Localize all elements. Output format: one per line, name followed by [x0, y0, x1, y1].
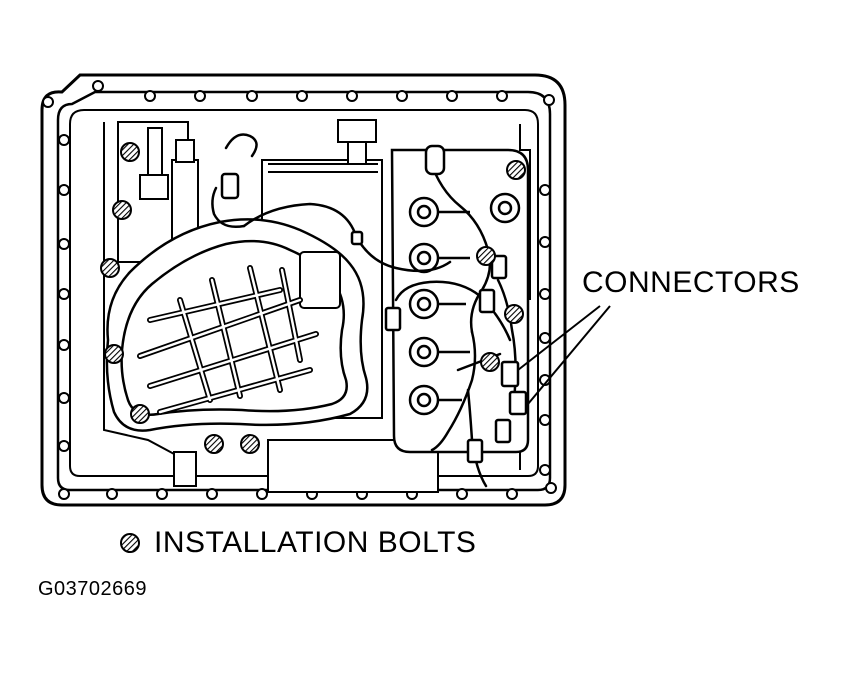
solenoid-block [390, 148, 530, 454]
oil-strainer [105, 218, 369, 432]
connector-i [494, 418, 512, 444]
solenoid-stubs [438, 210, 470, 402]
strainer-grid-inner [138, 266, 318, 414]
connector-d [490, 254, 508, 280]
solenoid-valves [408, 192, 521, 416]
installation-bolt [100, 258, 120, 278]
installation-bolt [120, 142, 140, 162]
connectors-leader-lines [517, 305, 611, 405]
left-valve-plug [139, 174, 169, 200]
installation-bolt [204, 434, 224, 454]
connector-g [508, 390, 528, 416]
figure-id: G03702669 [38, 578, 148, 600]
installation-bolt [506, 160, 526, 180]
connector-e [478, 288, 496, 314]
connector-a [220, 172, 240, 200]
installation-bolt [476, 246, 496, 266]
pan-perimeter-bolts [42, 80, 557, 500]
installation-bolt [104, 344, 124, 364]
installation-bolt [504, 304, 524, 324]
connector-j [350, 230, 364, 246]
connector-h [466, 438, 484, 464]
connector-b [424, 144, 446, 176]
installation-bolt [240, 434, 260, 454]
upper-bracket [337, 119, 377, 143]
left-valve-cylinder [171, 159, 199, 241]
connector-c [384, 306, 402, 332]
harness-connectors [220, 144, 528, 464]
installation-bolts [100, 142, 526, 454]
upper-bracket-link [268, 163, 378, 173]
connectors-label: CONNECTORS [582, 266, 800, 299]
left-valve-cylinder-cap [175, 139, 195, 163]
upper-bracket-stem [347, 141, 367, 165]
lower-block [267, 439, 439, 493]
lower-left-pipe [173, 451, 197, 487]
installation-bolt [112, 200, 132, 220]
installation-bolt [130, 404, 150, 424]
connector-f [500, 360, 520, 388]
legend-text: INSTALLATION BOLTS [154, 526, 477, 559]
legend: INSTALLATION BOLTS [118, 523, 476, 563]
installation-bolt [480, 352, 500, 372]
installation-bolt-symbol [120, 533, 140, 553]
strainer-window [299, 251, 341, 309]
